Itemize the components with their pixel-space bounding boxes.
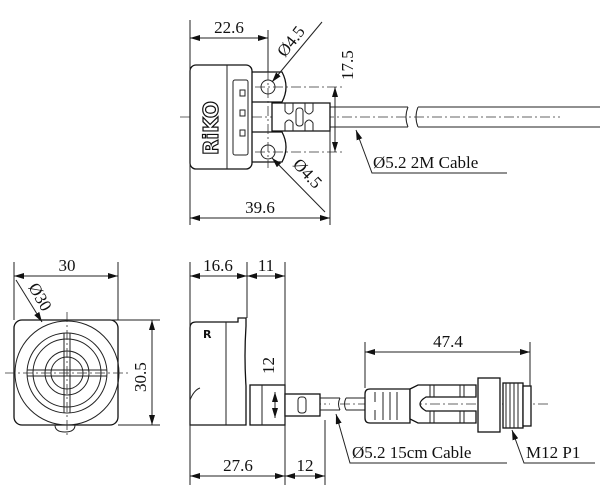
- dim-hole-lower: Ø4.5: [289, 155, 326, 192]
- dim-hole-upper: Ø4.5: [273, 22, 309, 60]
- m12-connector: 47.4 M12 P1: [340, 332, 595, 464]
- dim-39-6: 39.6: [245, 198, 275, 217]
- top-view: RiKO 22.6 39.6 17.5 Ø4.5 Ø4.5 Ø5.2 2M Ca…: [180, 18, 600, 225]
- dim-22-6: 22.6: [214, 18, 244, 37]
- connector-label: M12 P1: [526, 443, 580, 462]
- cable-label-15cm: Ø5.2 15cm Cable: [352, 443, 471, 462]
- front-view: 30 Ø30 30.5: [5, 256, 160, 436]
- dim-diameter-30: Ø30: [25, 280, 56, 315]
- cable-gland: [271, 102, 331, 132]
- dim-gland-12: 12: [259, 357, 278, 374]
- dim-16-6: 16.6: [203, 256, 233, 275]
- sensor-body: RiKO: [189, 64, 253, 170]
- side-view: R 16.6 11 12 27.6 12 Ø5.2 15cm Cable: [189, 256, 507, 485]
- dim-30-5: 30.5: [131, 362, 150, 392]
- dim-gland-length-12: 12: [297, 456, 314, 475]
- cable-label-2m: Ø5.2 2M Cable: [373, 153, 478, 172]
- side-cable-gland: [284, 393, 366, 417]
- dim-17-5: 17.5: [338, 50, 357, 80]
- brand-logo-side: R: [203, 328, 212, 341]
- dim-11: 11: [258, 256, 274, 275]
- dim-27-6: 27.6: [223, 456, 253, 475]
- dim-47-4: 47.4: [433, 332, 463, 351]
- brand-logo: RiKO: [199, 101, 223, 155]
- dim-30: 30: [59, 256, 76, 275]
- cable: [328, 106, 600, 128]
